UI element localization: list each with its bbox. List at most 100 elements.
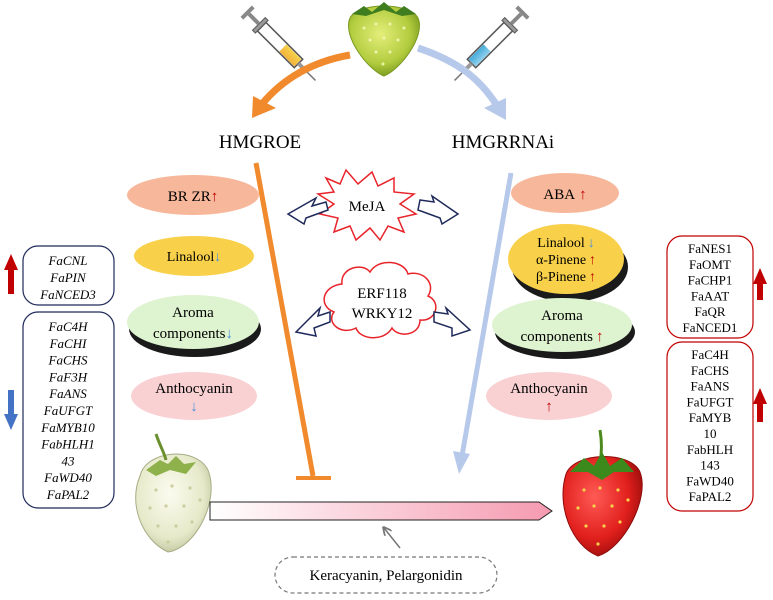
gene-label: FaF3H [48,369,88,384]
pigment-label: Keracyanin, Pelargonidin [309,568,463,584]
gene-label: FaNES1 [688,241,732,256]
syringe-right-icon [454,5,530,81]
pigment-box [274,556,498,594]
rnai-promotion-arrowhead [453,451,470,474]
pigment-pointer-arrow [384,528,401,549]
linalool-right-label: Linalool [537,236,585,251]
red-strawberry-image [562,429,643,557]
aba-label: ABA [543,187,575,203]
gene-label: FaUFGT [43,403,93,418]
beta-pinene-up-symbol: ↑ [589,270,596,285]
aba-up-symbol: ↑ [579,187,587,203]
alpha-pinene-label: α-Pinene [536,253,586,268]
gene-label: FaQR [694,304,725,319]
svg-text:Linalool↓: Linalool↓ [537,236,594,251]
svg-text:components↑: components↑ [521,329,604,345]
aroma-right-node: Aroma components↑ [492,298,635,359]
right-up-genes-top-box [666,235,754,339]
left-up-genes-list: FaCNL FaPIN FaNCED3 [39,253,96,302]
gene-label: FaOMT [689,257,731,272]
tf-line1: ERF118 [357,286,406,302]
linalool-left-down-symbol: ↓ [214,250,221,265]
svg-text:β-Pinene↑: β-Pinene↑ [536,270,596,285]
white-strawberry-image [135,433,212,553]
svg-text:Linalool↓: Linalool↓ [167,250,221,265]
svg-text:components↓: components↓ [153,326,233,342]
beta-pinene-label: β-Pinene [536,270,586,285]
meja-to-left-arrow [286,196,329,226]
rnai-promotion-line [459,172,514,457]
svg-text:BR ZR↑: BR ZR↑ [168,189,218,205]
gene-label: FaANS [48,386,87,401]
anthocyanin-right-label: Anthocyanin [510,381,588,397]
oe-curved-arrow-head [252,96,276,118]
gene-label: FaC4H [48,319,89,334]
hmgroe-title: HMGROE [219,132,301,153]
right-up-thick-arrow-icon-2 [753,388,767,422]
linalool-left-node: Linalool↓ [134,236,254,276]
gene-label: FaPAL2 [46,487,90,502]
meja-star: MeJA [315,168,418,242]
gene-label: FaWD40 [686,473,734,488]
right-up-genes-bottom-box [666,341,754,512]
gene-label: FaCHS [48,353,89,368]
aroma-left-line1: Aroma [172,305,214,321]
gene-label: FaC4H [691,347,729,362]
aroma-left-node: Aroma components↓ [127,295,261,357]
anthocyanin-left-label: Anthocyanin [155,381,233,397]
gene-label: FaAAT [691,288,729,303]
green-strawberry-image [348,2,420,77]
aroma-right-line2: components [521,329,594,345]
anthocyanin-right-node: Anthocyanin ↑ [486,372,612,420]
linalool-left-label: Linalool [167,250,215,265]
br-zr-up-symbol: ↑ [211,189,219,205]
aroma-right-up-symbol: ↑ [596,329,604,345]
gene-label: FaCHP1 [688,273,733,288]
aba-node: ABA↑ [511,173,619,213]
gene-label: FaMYB [689,410,732,425]
alpha-pinene-up-symbol: ↑ [589,253,596,268]
gene-label: FaCHI [49,336,88,351]
gene-label: 43 [62,453,76,468]
left-down-thick-arrow-icon [4,390,18,430]
oe-curved-arrow [259,51,351,107]
br-zr-node: BR ZR↑ [127,175,259,215]
ripening-gradient-arrow [209,501,553,521]
rnai-curved-arrow [416,44,499,106]
gene-label: FaCNL [47,253,87,268]
br-zr-label: BR ZR [168,189,211,205]
tf-cloud: ERF118 WRKY12 [323,261,437,339]
anthocyanin-left-down-symbol: ↓ [190,399,198,415]
gene-label: FaPIN [49,270,87,285]
left-up-genes-box [22,245,115,306]
gene-label: 10 [704,426,717,441]
tf-to-left-arrow [294,305,331,337]
svg-text:α-Pinene↑: α-Pinene↑ [536,253,596,268]
left-up-thick-arrow-icon [4,254,18,294]
svg-text:ABA↑: ABA↑ [543,187,586,203]
gene-label: FaUFGT [687,394,734,409]
anthocyanin-left-node: Anthocyanin ↓ [131,372,257,420]
gene-label: FaWD40 [43,470,92,485]
rnai-curved-arrow-head [484,98,506,120]
meja-to-right-arrow [417,194,460,226]
tf-to-right-arrow [433,305,472,338]
meja-label: MeJA [349,199,386,215]
hmgrrnai-title: HMGRRNAi [452,132,554,153]
aroma-left-line2: components [153,326,226,342]
anthocyanin-right-up-symbol: ↑ [545,399,553,415]
terpenes-right-node: Linalool↓ α-Pinene↑ β-Pinene↑ [508,224,628,302]
gene-label: FaPAL2 [689,489,732,504]
tf-line2: WRKY12 [352,306,413,322]
syringe-left-icon [240,5,316,81]
oe-inhibition-line [253,162,316,477]
gene-label: FaNCED1 [683,320,738,335]
aroma-right-line1: Aroma [541,308,583,324]
gene-label: FaMYB10 [40,420,95,435]
linalool-right-down-symbol: ↓ [588,236,595,251]
aroma-left-down-symbol: ↓ [226,326,234,342]
gene-label: FaNCED3 [39,287,96,302]
